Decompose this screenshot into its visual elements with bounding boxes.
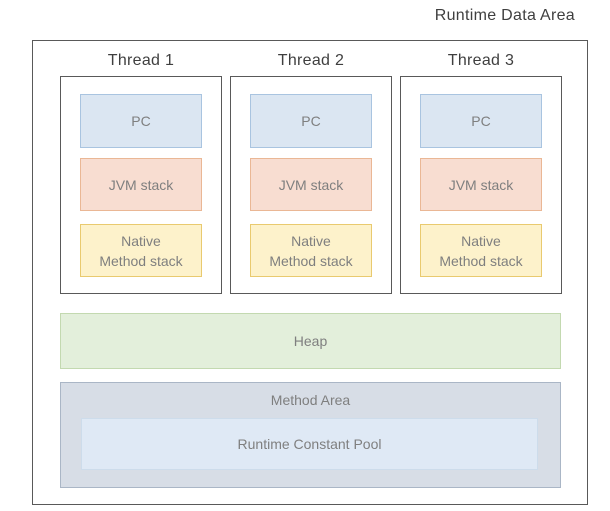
- method-area-box: Method Area Runtime Constant Pool: [60, 382, 561, 488]
- jvm-stack-box: JVM stack: [250, 158, 372, 211]
- native-method-stack-box: Native Method stack: [80, 224, 202, 277]
- thread-3-label: Thread 3: [447, 52, 515, 69]
- pc-box: PC: [80, 94, 202, 148]
- method-area-label: Method Area: [270, 392, 351, 408]
- jvm-stack-box: JVM stack: [80, 158, 202, 211]
- thread-3-box: PC JVM stack Native Method stack: [400, 76, 562, 294]
- native-method-stack-box: Native Method stack: [420, 224, 542, 277]
- pc-box: PC: [420, 94, 542, 148]
- pc-box: PC: [250, 94, 372, 148]
- jvm-stack-box: JVM stack: [420, 158, 542, 211]
- runtime-data-area-container: Thread 1 Thread 2 Thread 3 PC JVM stack …: [32, 40, 588, 505]
- thread-1-box: PC JVM stack Native Method stack: [60, 76, 222, 294]
- thread-1-label: Thread 1: [107, 52, 175, 69]
- heap-box: Heap: [60, 313, 561, 369]
- diagram-title: Runtime Data Area: [434, 7, 575, 24]
- runtime-constant-pool-box: Runtime Constant Pool: [81, 418, 538, 470]
- native-method-stack-box: Native Method stack: [250, 224, 372, 277]
- thread-2-box: PC JVM stack Native Method stack: [230, 76, 392, 294]
- thread-2-label: Thread 2: [277, 52, 345, 69]
